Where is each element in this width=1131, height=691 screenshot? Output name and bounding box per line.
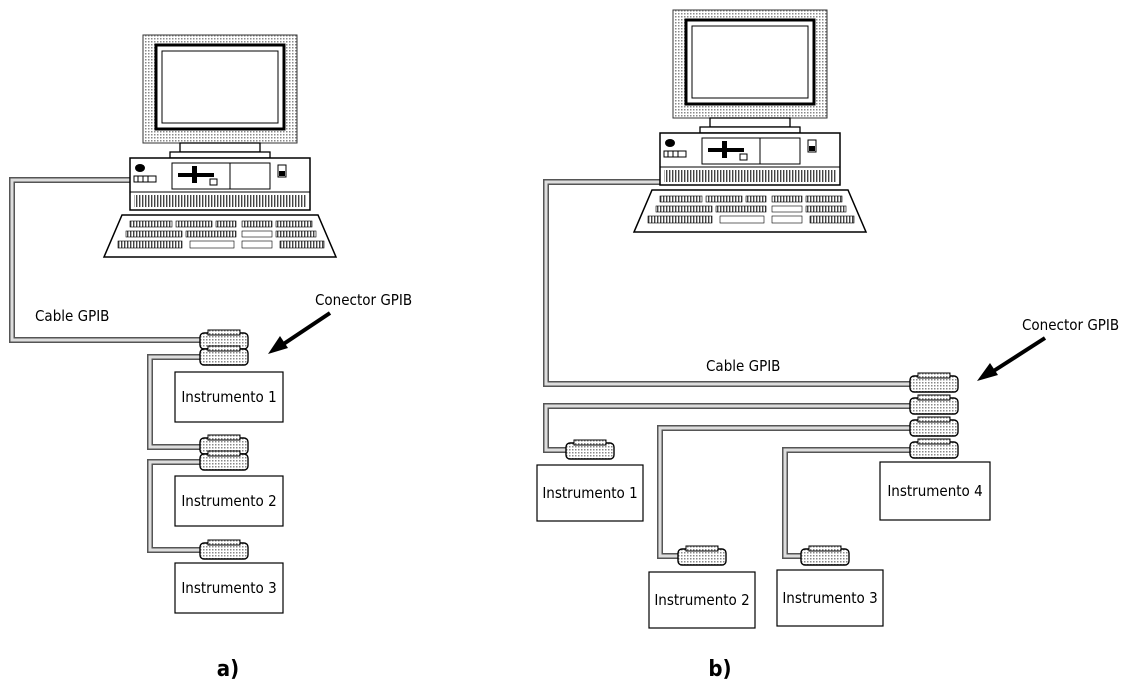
gpib-connector-b-5 <box>565 439 615 460</box>
instrument-label: Instrumento 1 <box>181 388 276 406</box>
gpib-connector-b-3 <box>909 416 959 437</box>
gpib-connector-a-4 <box>199 450 249 471</box>
panel-label-a: a) <box>217 657 239 682</box>
computer-b <box>632 8 868 234</box>
cable-label-b: Cable GPIB <box>706 357 780 375</box>
instrument-label: Instrumento 4 <box>887 482 982 500</box>
gpib-connector-b-1 <box>909 372 959 393</box>
gpib-connector-b-2 <box>909 394 959 415</box>
diagram-a: Instrumento 1 Instrumento 2 Instrumento … <box>9 33 412 682</box>
instrument-label: Instrumento 1 <box>542 484 637 502</box>
connector-label-b: Conector GPIB <box>1022 316 1119 334</box>
diagram-b: Instrumento 1 Instrumento 2 Instrumento … <box>536 8 1119 682</box>
gpib-connector-b-4 <box>909 438 959 459</box>
instrument-box-a-1: Instrumento 1 <box>174 371 284 423</box>
computer-a <box>102 33 338 259</box>
arrow-a <box>268 311 332 354</box>
cable-label-a: Cable GPIB <box>35 307 109 325</box>
instrument-box-b-3: Instrumento 3 <box>776 569 884 627</box>
gpib-cables-a <box>9 177 203 553</box>
panel-label-b: b) <box>708 657 731 682</box>
instrument-box-a-3: Instrumento 3 <box>174 562 284 614</box>
instrument-box-a-2: Instrumento 2 <box>174 475 284 527</box>
gpib-connector-a-5 <box>199 539 249 560</box>
gpib-cables-b <box>543 179 912 559</box>
instrument-label: Instrumento 2 <box>181 492 276 510</box>
instrument-label: Instrumento 3 <box>181 579 276 597</box>
instrument-label: Instrumento 3 <box>782 589 877 607</box>
instrument-label: Instrumento 2 <box>654 591 749 609</box>
instrument-box-b-4: Instrumento 4 <box>879 461 991 521</box>
gpib-connector-b-6 <box>677 545 727 566</box>
gpib-connector-a-2 <box>199 345 249 366</box>
gpib-connector-b-7 <box>800 545 850 566</box>
instrument-box-b-2: Instrumento 2 <box>648 571 756 629</box>
arrow-b <box>977 336 1047 381</box>
instrument-box-b-1: Instrumento 1 <box>536 464 644 522</box>
connector-label-a: Conector GPIB <box>315 291 412 309</box>
